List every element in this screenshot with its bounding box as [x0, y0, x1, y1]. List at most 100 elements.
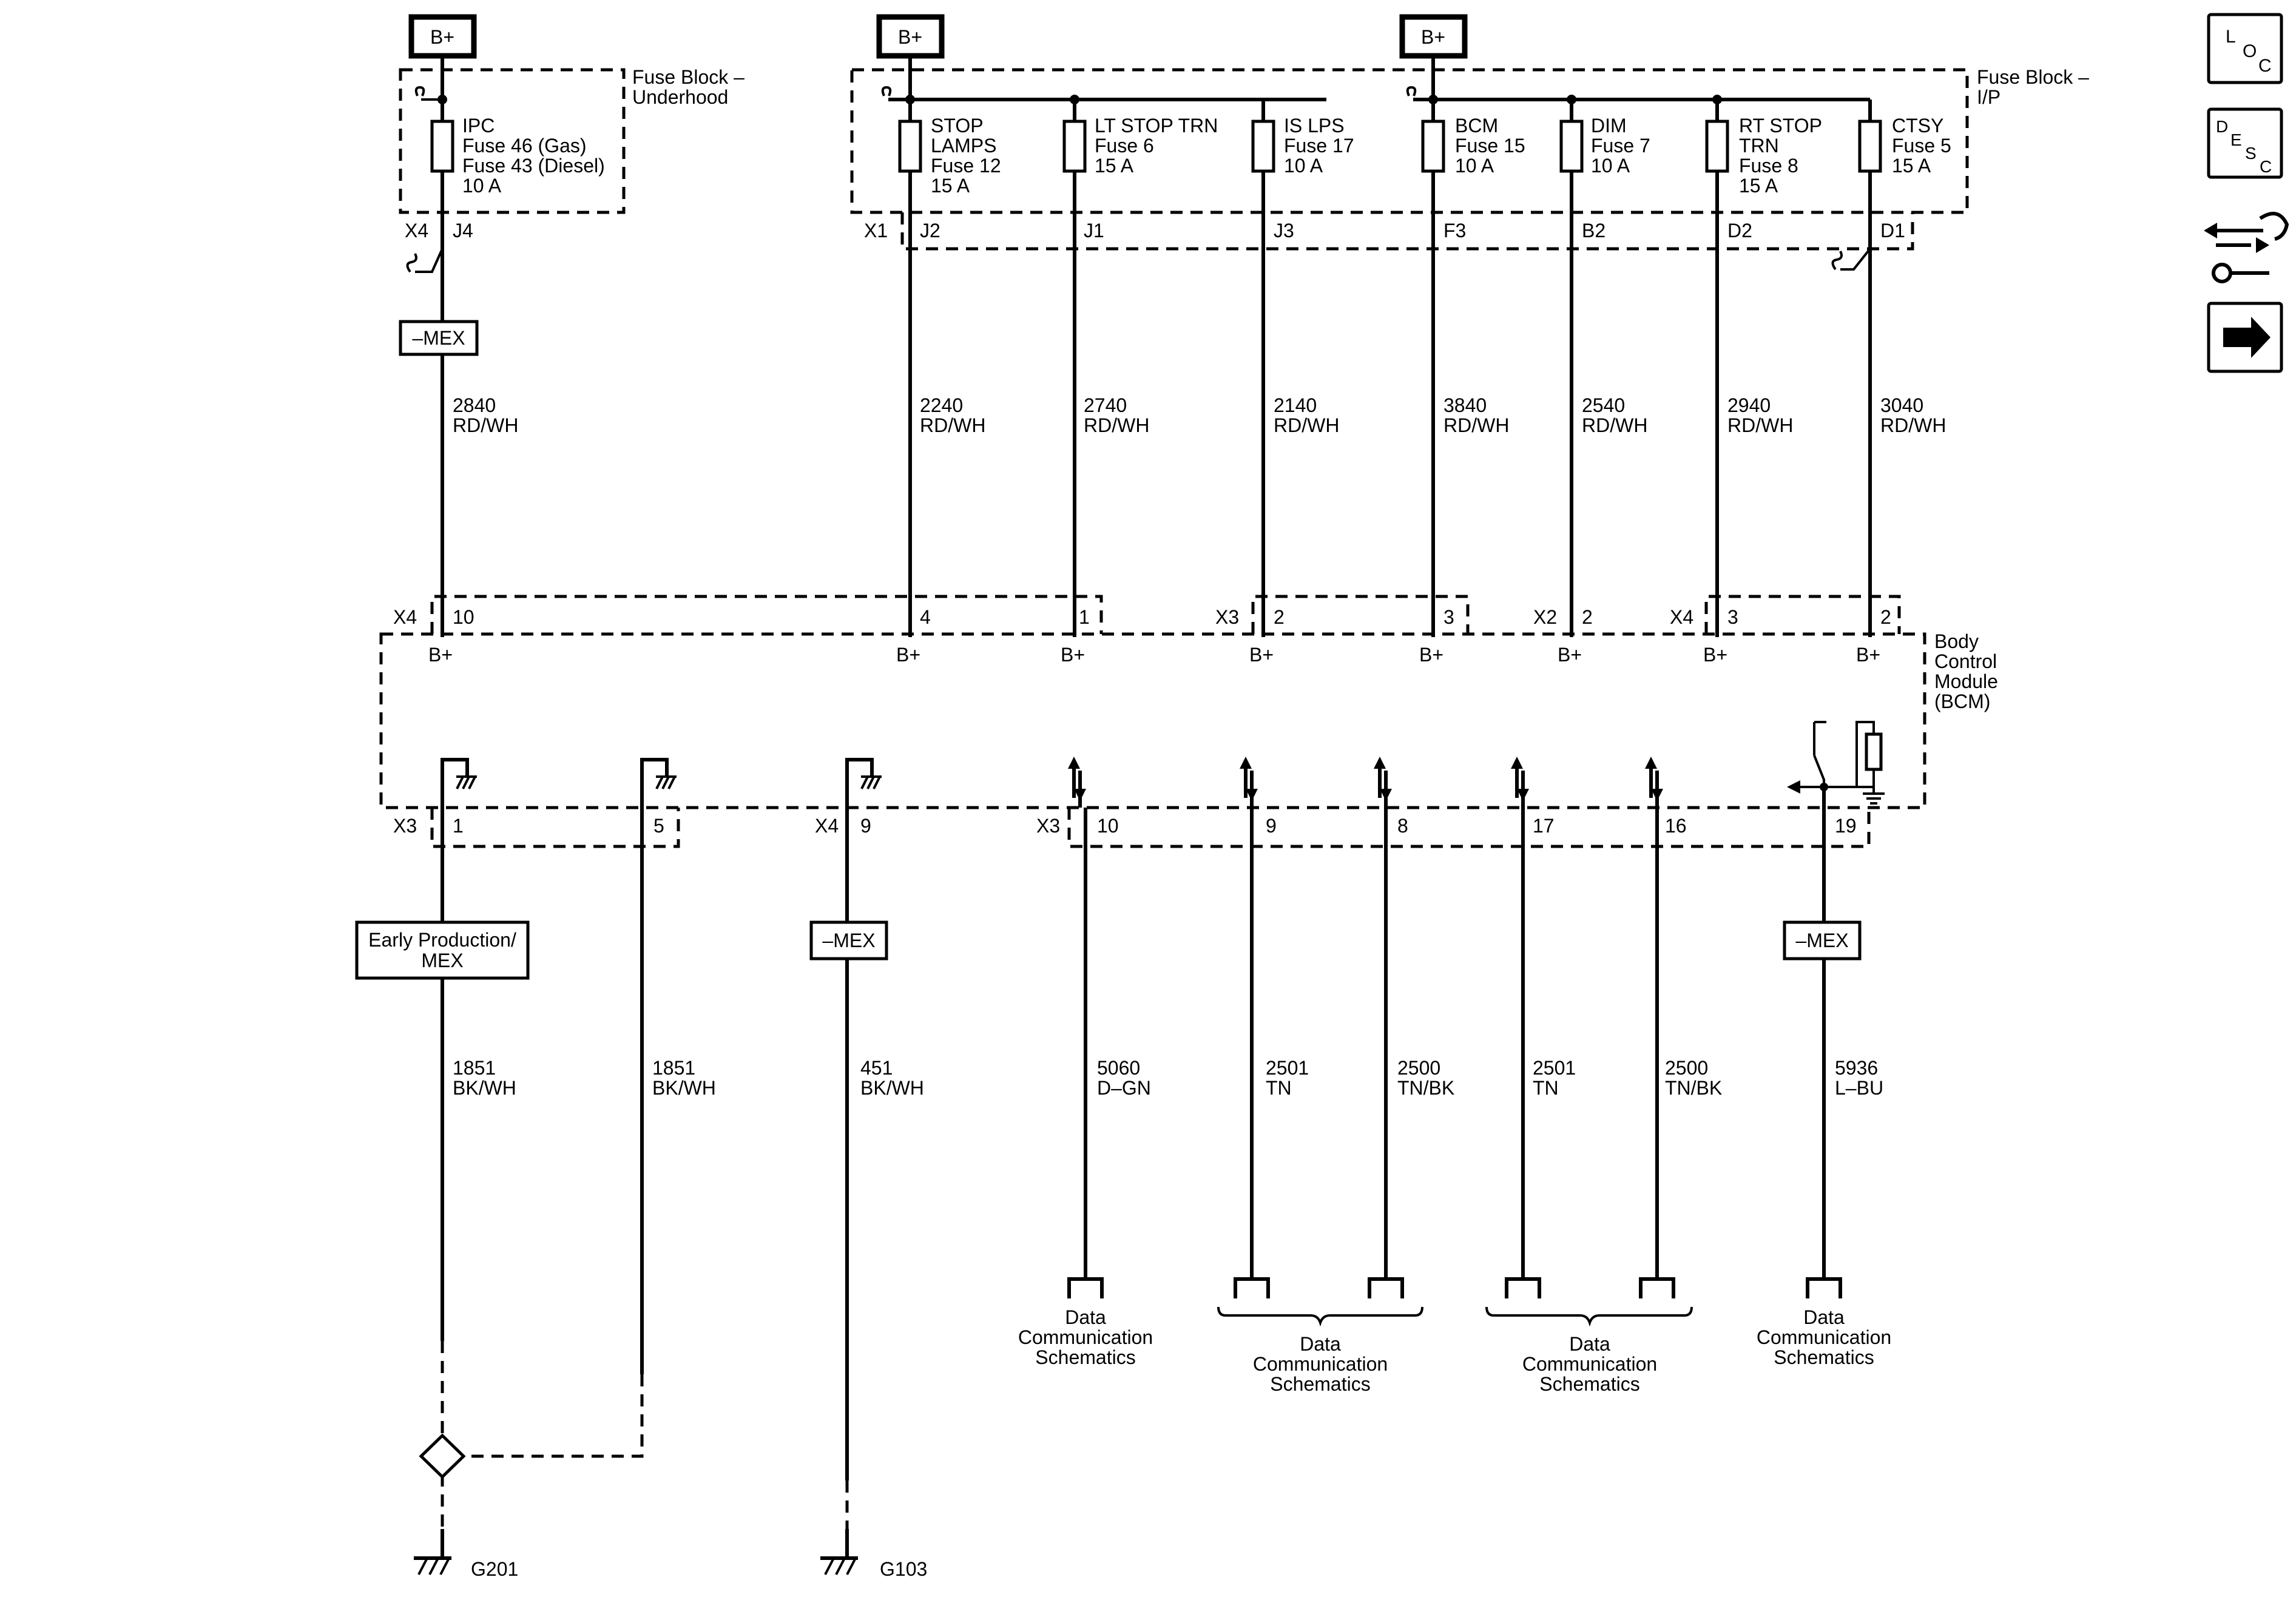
fuse-label: Fuse 6: [1095, 135, 1154, 157]
wire-color: RD/WH: [453, 414, 518, 436]
bcm-terminal-b-plus: B+: [1558, 644, 1582, 666]
wire-color: D–GN: [1097, 1077, 1151, 1099]
circuit-number: 2240: [920, 394, 963, 416]
reference-label: Communication: [1522, 1353, 1657, 1375]
connector-label: X3: [393, 815, 417, 837]
wire-color: TN: [1266, 1077, 1292, 1099]
power-tag-underhood: B+: [408, 14, 477, 59]
connector-label: X2: [1533, 606, 1557, 628]
bidirectional-data-icon: [1068, 757, 1086, 808]
bidirectional-data-icon: [1374, 757, 1392, 808]
pin-label: 2: [1880, 606, 1891, 628]
circuit-number: 2500: [1397, 1057, 1440, 1079]
connector-label: X1: [864, 220, 888, 241]
ground-icon: [414, 1529, 451, 1575]
connector-label: X4: [815, 815, 839, 837]
desc-letter: S: [2245, 144, 2257, 163]
bcm-label: Control: [1934, 650, 1997, 672]
arrow-right-icon: [2223, 317, 2271, 358]
wire-color: RD/WH: [1582, 414, 1647, 436]
desc-letter: E: [2230, 130, 2242, 149]
loc-letter: O: [2243, 41, 2257, 61]
circuit-number: 2940: [1727, 394, 1771, 416]
reference-label: Schematics: [1539, 1373, 1639, 1395]
fuse-block-ip-label: Fuse Block –: [1977, 66, 2089, 88]
fuse-label: CTSY: [1892, 115, 1943, 137]
power-tag-ip-left: B+: [876, 14, 945, 59]
fuse-label: Fuse 12: [931, 155, 1001, 177]
circuit-number: 5060: [1097, 1057, 1140, 1079]
fuse-label: Fuse 43 (Diesel): [462, 155, 605, 177]
pin-label: D1: [1880, 220, 1905, 241]
circuit-number: 2740: [1084, 394, 1127, 416]
diagnostic-nav-button[interactable]: [2204, 212, 2289, 283]
power-tag-label: B+: [430, 26, 454, 48]
power-tag-label: B+: [898, 26, 922, 48]
fuse-label: Fuse 17: [1284, 135, 1354, 157]
fuse-label: 10 A: [1284, 155, 1323, 177]
loc-letter: C: [2258, 56, 2272, 76]
chassis-ground-icon: [441, 758, 477, 808]
data-comm-reference-group-1: Data Communication Schematics: [1253, 1333, 1388, 1395]
wire-color: RD/WH: [1443, 414, 1509, 436]
loc-icon: L O C: [2226, 27, 2272, 76]
option-tag-label: MEX: [421, 950, 463, 971]
fuse-lt-stop-trn: LT STOP TRN Fuse 6 15 A: [1062, 115, 1218, 177]
bcm-module: Body Control Module (BCM) B+ B+ B+ B+ B+…: [379, 630, 1998, 809]
connector-label: X4: [393, 606, 417, 628]
pin-label: 17: [1533, 815, 1555, 837]
fuse-label: IS LPS: [1284, 115, 1345, 137]
circuit-number: 2501: [1266, 1057, 1309, 1079]
wire-color: TN/BK: [1397, 1077, 1454, 1099]
fuse-label: RT STOP: [1739, 115, 1822, 137]
chassis-ground-icon: [845, 758, 882, 808]
pin-label: 2: [1274, 606, 1285, 628]
next-page-nav-button[interactable]: [2207, 302, 2283, 373]
fuse-ctsy: CTSY Fuse 5 15 A: [1858, 115, 1951, 177]
circuit-number: 2500: [1665, 1057, 1708, 1079]
reference-label: Schematics: [1270, 1373, 1370, 1395]
fuse-label: 15 A: [1095, 155, 1134, 177]
circuit-number: 3840: [1443, 394, 1487, 416]
wire-color: RD/WH: [1274, 414, 1339, 436]
fuse-label: Fuse 5: [1892, 135, 1951, 157]
upper-wire-labels: 2840 RD/WH 2240 RD/WH 2740 RD/WH 2140 RD…: [453, 394, 1946, 436]
reference-label: Data: [1065, 1306, 1106, 1328]
description-nav-button[interactable]: D E S C: [2207, 107, 2283, 179]
bcm-label: Body: [1934, 630, 1979, 652]
option-tag-label: Early Production/: [368, 929, 516, 951]
pin-label: 1: [453, 815, 464, 837]
circuit-number: 2501: [1533, 1057, 1576, 1079]
ground-label: G201: [471, 1558, 518, 1580]
splice-diamond-icon: [419, 1433, 466, 1479]
fuse-label: STOP: [931, 115, 984, 137]
pin-label: J2: [920, 220, 940, 241]
switch-input-icon: [1787, 721, 1885, 808]
ground-label: G103: [880, 1558, 927, 1580]
pin-label: 5: [653, 815, 664, 837]
bcm-terminal-b-plus: B+: [1703, 644, 1727, 666]
fuse-label: TRN: [1739, 135, 1779, 157]
fuse-ipc: IPC Fuse 46 (Gas) Fuse 43 (Diesel) 10 A: [430, 115, 605, 212]
option-tag-label: –MEX: [412, 327, 465, 349]
upper-wires: [441, 171, 1872, 637]
wire-color: BK/WH: [652, 1077, 716, 1099]
fuse-label: 10 A: [1591, 155, 1630, 177]
bcm-label: (BCM): [1934, 690, 1990, 712]
circuit-number: 1851: [453, 1057, 496, 1079]
early-production-tag: Early Production/ MEX: [355, 920, 530, 980]
mex-tag-upper: –MEX: [399, 320, 479, 356]
location-nav-button[interactable]: L O C: [2207, 13, 2283, 84]
fuse-label: Fuse 46 (Gas): [462, 135, 587, 157]
connector-label: X4: [1670, 606, 1693, 628]
pin-label: 16: [1665, 815, 1687, 837]
bcm-terminal-b-plus: B+: [1061, 644, 1085, 666]
bidirectional-data-icon: [1645, 757, 1663, 808]
brace-icon: [1217, 1306, 1693, 1327]
desc-letter: C: [2260, 157, 2272, 176]
circuit-number: 3040: [1880, 394, 1923, 416]
wire-color: BK/WH: [860, 1077, 924, 1099]
mex-tag-g103: –MEX: [809, 920, 888, 960]
ground-g201: G201: [414, 1529, 518, 1580]
